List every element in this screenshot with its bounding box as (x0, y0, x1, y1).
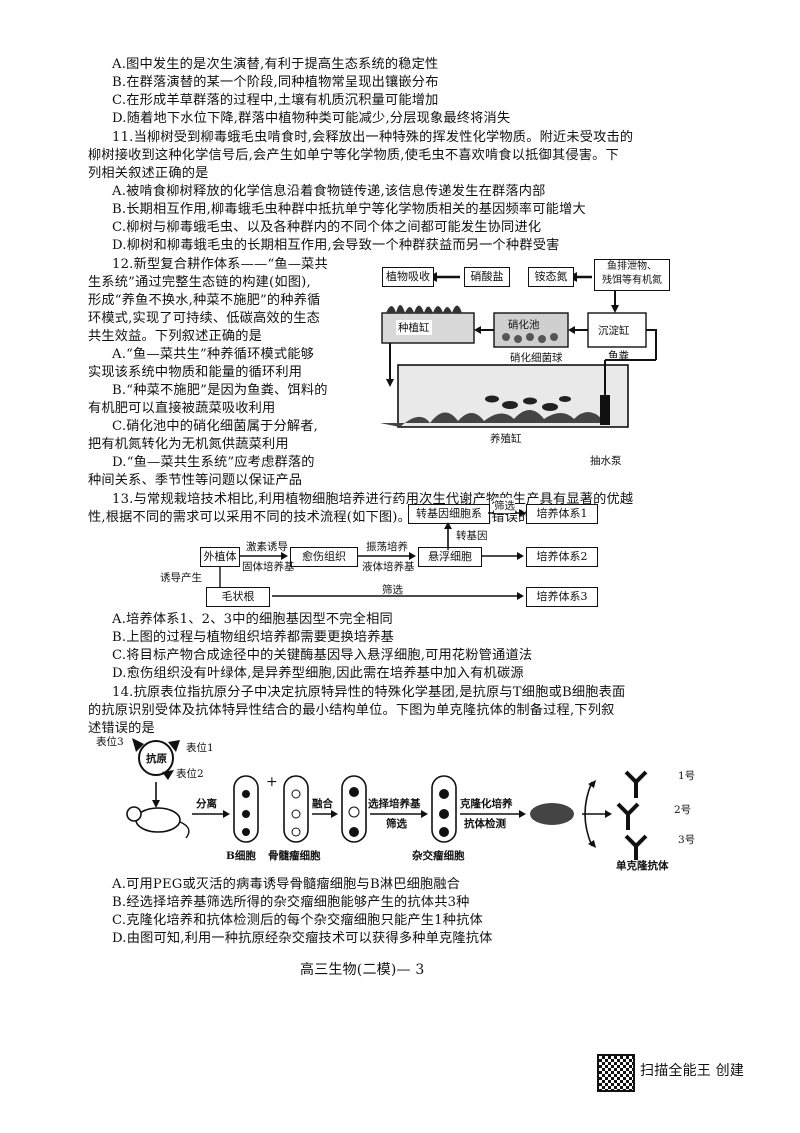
label-settle-tank: 沉淀缸 (598, 325, 630, 337)
label-fish-tank: 养殖缸 (490, 433, 522, 445)
monoclonal-antibody-diagram: 表位3 抗原 表位1 表位2 分离 + 融合 选择培养基 筛选 克隆化培养 抗体… (96, 732, 696, 874)
label-screen-3: 筛选 (382, 584, 403, 596)
q12-option-d-1: D.“鱼—菜共生系统”应考虑群落的 (112, 455, 315, 470)
q10-option-d: D.随着地下水位下降,群落中植物种类可能减少,分层现象最终将消失 (112, 111, 511, 126)
q12-option-a-2: 实现该系统中物质和能量的循环利用 (88, 365, 303, 380)
page-footer: 高三生物(二模)— 3 (300, 962, 425, 978)
q13-option-d: D.愈伤组织没有叶绿体,是异养型细胞,因此需在培养基中加入有机碳源 (112, 666, 524, 681)
q11-stem-line1: 11.当柳树受到柳毒蛾毛虫啃食时,会释放出一种特殊的挥发性化学物质。附近未受攻击… (112, 130, 634, 145)
label-hormone-induce: 激素诱导 (246, 541, 288, 553)
q12-option-b-2: 有机肥可以直接被蔬菜吸收利用 (88, 401, 276, 416)
q11-option-d: D.柳树和柳毒蛾毛虫的长期相互作用,会导致一个种群获益而另一个种群受害 (112, 238, 560, 253)
q14-stem-line2: 的抗原识别受体及抗体特异性结合的最小结构单位。下图为单克隆抗体的制备过程,下列叙 (88, 703, 615, 718)
cell-culture-flowchart: 外植体 愈伤组织 悬浮细胞 培养体系2 毛状根 培养体系3 激素诱导 固体培养基… (160, 528, 620, 610)
label-separate: 分离 (196, 798, 217, 810)
box-nitrate: 硝酸盐 (464, 267, 510, 287)
label-fish-feces: 鱼粪 (608, 350, 629, 362)
label-shake-culture: 振荡培养 (366, 541, 408, 553)
label-antibody-2: 2号 (674, 804, 692, 816)
box-fish-waste-line1: 鱼排泄物、 (607, 261, 657, 272)
q12-line-5: 共生效益。下列叙述正确的是 (88, 329, 263, 344)
q11-option-c: C.柳树与柳毒蛾毛虫、以及各种群内的不同个体之间都可能发生协同进化 (112, 220, 542, 235)
q11-option-a: A.被啃食柳树释放的化学信息沿着食物链传递,该信息传递发生在群落内部 (112, 184, 546, 199)
box-plant-absorb: 植物吸收 (382, 267, 434, 287)
q14-option-a: A.可用PEG或灭活的病毒诱导骨髓瘤细胞与B淋巴细胞融合 (112, 877, 461, 892)
q10-option-b: B.在群落演替的某一个阶段,同种植物常呈现出镶嵌分布 (112, 75, 439, 90)
box-fish-waste-line2: 残饵等有机氮 (602, 275, 662, 286)
q14-option-b: B.经选择培养基筛选所得的杂交瘤细胞能够产生的抗体共3种 (112, 895, 470, 910)
box-transgenic-line: 转基因细胞系 (408, 504, 490, 524)
box-suspension-cells: 悬浮细胞 (418, 547, 482, 567)
label-induce: 诱导产生 (160, 572, 202, 584)
label-epitope-3: 表位3 (96, 736, 124, 748)
label-antigen: 抗原 (146, 753, 167, 765)
q14-option-c: C.克隆化培养和抗体检测后的每个杂交瘤细胞只能产生1种抗体 (112, 913, 483, 928)
scanner-mark: 扫描全能王 创建 (640, 1063, 745, 1079)
label-antibody-3: 3号 (678, 834, 696, 846)
q14-option-d: D.由图可知,利用一种抗原经杂交瘤技术可以获得多种单克隆抗体 (112, 931, 493, 946)
label-epitope-1: 表位1 (186, 742, 214, 754)
label-screen: 筛选 (386, 818, 407, 830)
label-bacteria-ball: 硝化细菌球 (510, 352, 563, 364)
label-screen-1: 筛选 (494, 498, 515, 513)
label-selective-medium: 选择培养基 (368, 798, 421, 810)
transgenic-arrow (488, 509, 526, 517)
box-hairy-root: 毛状根 (206, 587, 270, 607)
box-system-2: 培养体系2 (526, 547, 598, 567)
label-fuse: 融合 (312, 798, 333, 810)
label-antibody-test: 抗体检测 (464, 818, 506, 830)
label-epitope-2: 表位2 (176, 768, 204, 780)
q10-option-c: C.在形成羊草群落的过程中,土壤有机质沉积量可能增加 (112, 93, 439, 108)
label-transgene: 转基因 (456, 530, 488, 542)
label-solid-medium: 固体培养基 (242, 561, 295, 573)
mab-drawing (126, 738, 648, 860)
q14-stem-line1: 14.抗原表位指抗原分子中决定抗原特异性的特殊化学基团,是抗原与T细胞或B细胞表… (112, 685, 626, 700)
box-fish-waste: 鱼排泄物、 残饵等有机氮 (594, 259, 670, 291)
box-ammonium: 铵态氮 (528, 267, 574, 287)
box-system-1: 培养体系1 (526, 504, 598, 524)
q12-line-2: 生系统”通过完整生态链的构建(如图), (88, 275, 311, 290)
q11-option-b: B.长期相互作用,柳毒蛾毛虫种群中抵抗单宁等化学物质相关的基因频率可能增大 (112, 202, 586, 217)
flowchart-arrows (216, 528, 524, 600)
label-monoclonal-antibody: 单克隆抗体 (616, 860, 669, 872)
q13-option-c: C.将目标产物合成途径中的关键酶基因导入悬浮细胞,可用花粉管通道法 (112, 648, 533, 663)
aquaponics-diagram: 植物吸收 硝酸盐 铵态氮 鱼排泄物、 残饵等有机氮 种植缸 硝化池 沉淀缸 硝化… (360, 255, 710, 475)
box-system-3: 培养体系3 (526, 587, 598, 607)
q12-option-c-2: 把有机氮转化为无机氮供蔬菜利用 (88, 437, 289, 452)
q12-option-c-1: C.硝化池中的硝化细菌属于分解者, (112, 419, 319, 434)
box-explant: 外植体 (200, 547, 240, 567)
q14-stem-line3: 述错误的是 (88, 721, 155, 736)
label-nitrification-tank: 硝化池 (508, 319, 540, 331)
q13-option-b: B.上图的过程与植物组织培养都需要更换培养基 (112, 630, 395, 645)
q13-option-a: A.培养体系1、2、3中的细胞基因型不完全相同 (112, 612, 393, 627)
q12-option-a-1: A.“鱼—菜共生”种养循环模式能够 (112, 347, 315, 362)
label-hybridoma: 杂交瘤细胞 (412, 850, 465, 862)
q12-line-3: 形成“养鱼不换水,种菜不施肥”的种养循 (88, 293, 321, 308)
q12-line-1: 12.新型复合耕作体系——“鱼—菜共 (112, 257, 328, 272)
box-callus: 愈伤组织 (290, 547, 358, 567)
q12-option-d-2: 种间关系、季节性等问题以保证产品 (88, 473, 303, 488)
label-b-cell: B细胞 (226, 850, 256, 862)
label-antibody-1: 1号 (678, 770, 696, 782)
q10-option-a: A.图中发生的是次生演替,有利于提高生态系统的稳定性 (112, 57, 439, 72)
q12-line-4: 环模式,实现了可持续、低碳高效的生态 (88, 311, 320, 326)
transgene-up-arrow (444, 522, 452, 550)
label-clone-culture: 克隆化培养 (460, 798, 513, 810)
q11-stem-line3: 列相关叙述正确的是 (88, 166, 209, 181)
aquaponics-arrows (380, 272, 657, 428)
label-plant-tank: 种植缸 (396, 320, 432, 335)
label-water-pump: 抽水泵 (590, 455, 622, 467)
q12-option-b-1: B.“种菜不施肥”是因为鱼粪、饵料的 (112, 383, 328, 398)
label-plus: + (266, 774, 278, 790)
label-liquid-medium: 液体培养基 (362, 561, 415, 573)
label-myeloma: 骨髓瘤细胞 (268, 850, 321, 862)
qr-code-icon (597, 1054, 635, 1092)
q11-stem-line2: 柳树接收到这种化学信号后,会产生如单宁等化学物质,使毛虫不喜欢啃食以抵御其侵害。… (88, 148, 619, 163)
